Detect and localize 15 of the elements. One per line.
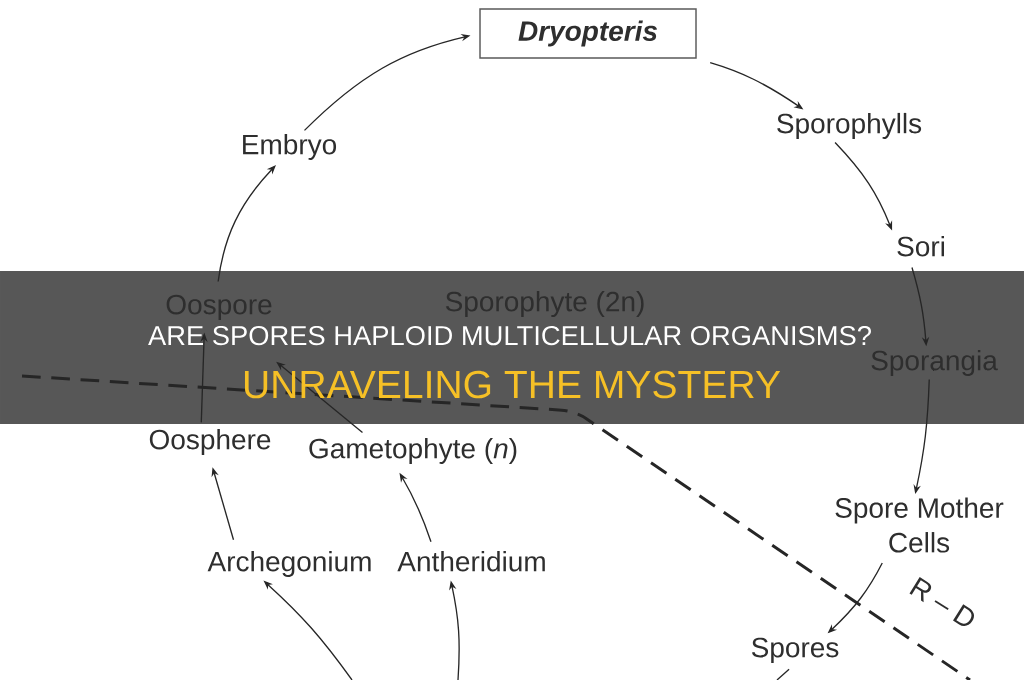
division-label: R – D: [909, 577, 974, 627]
stage-label: Sori: [897, 235, 944, 257]
stage-label: Archegonium: [207, 550, 371, 577]
stage-label: Gametophyte (n): [309, 437, 517, 464]
stage-label: Embryo: [243, 133, 337, 160]
stage-label: Spore Mother Cells: [835, 497, 1004, 553]
arrow: [217, 165, 276, 283]
stage-label: Sporophylls: [777, 112, 922, 139]
stage-label: Oosphere: [149, 428, 271, 455]
banner-subtitle: UNRAVELING THE MYSTERY: [245, 370, 781, 399]
stage-label: Antheridium: [397, 550, 545, 572]
stage-label: Spores: [751, 637, 839, 663]
banner-title: ARE SPORES HAPLOID MULTICELLULAR ORGANISMS?: [148, 325, 871, 346]
stage-box: Dryopteris: [479, 8, 697, 59]
connector-line: [776, 668, 790, 680]
